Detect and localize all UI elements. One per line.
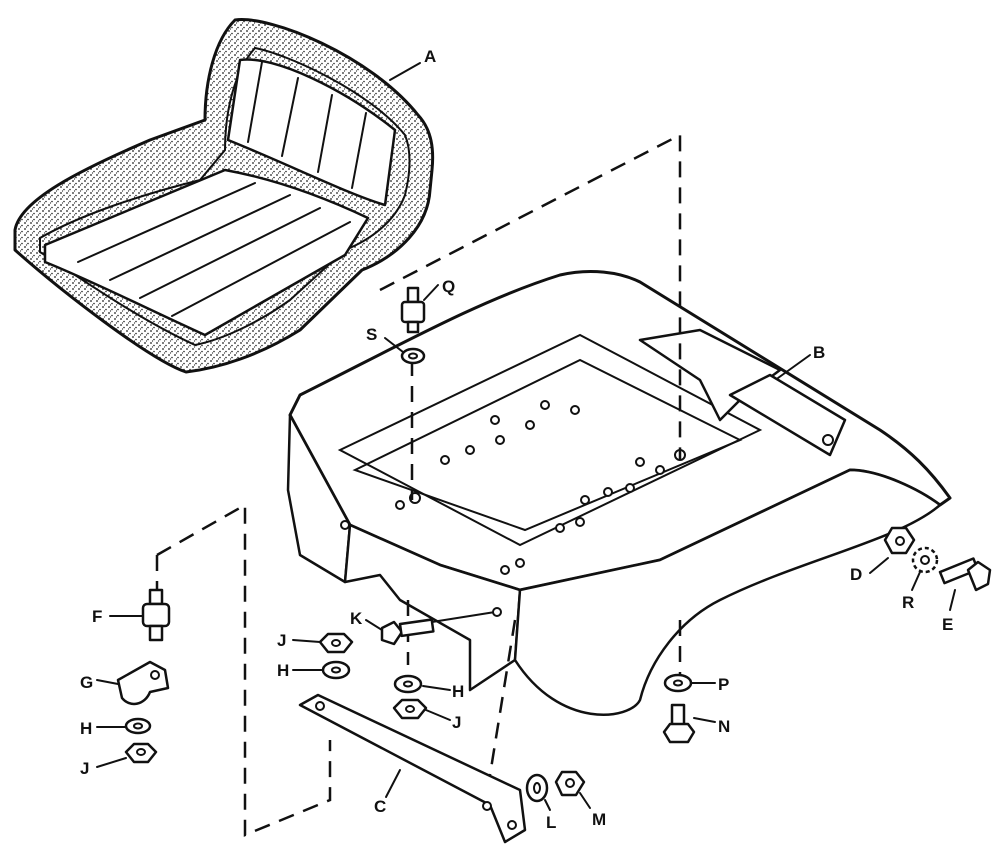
callout-j-left: J: [80, 759, 89, 778]
callout-m: M: [592, 810, 606, 829]
callout-l: L: [546, 813, 556, 832]
callout-j-lower: J: [452, 713, 461, 732]
callout-n: N: [718, 717, 730, 736]
clip-g: [116, 660, 170, 706]
washer-l: [525, 773, 549, 803]
callout-q: Q: [442, 277, 455, 296]
callout-h-lower: H: [452, 682, 464, 701]
callout-d: D: [850, 565, 862, 584]
nut-j-upper: [318, 632, 354, 654]
callout-p: P: [718, 675, 729, 694]
seat-cushion: [13, 18, 435, 374]
bolt-e: [938, 557, 992, 592]
callout-h-upper: H: [277, 661, 289, 680]
callout-f: F: [92, 607, 102, 626]
isolator-mount-q: [400, 286, 426, 334]
washer-h-left: [124, 717, 152, 735]
isolator-mount-f: [141, 588, 171, 642]
mounting-holes: [340, 400, 686, 575]
callout-c: C: [374, 797, 386, 816]
callout-s: S: [366, 325, 377, 344]
washer-h-lower: [393, 674, 423, 694]
callout-b: B: [813, 343, 825, 362]
lockwasher-r: [911, 546, 939, 574]
callout-h-left: H: [80, 719, 92, 738]
assembly-lines: [155, 132, 682, 837]
bracket-c: [298, 693, 527, 844]
bolt-k: [380, 607, 502, 646]
leader-lines: [96, 62, 956, 811]
callout-g: G: [80, 673, 93, 692]
callout-a: A: [424, 47, 436, 66]
callout-e: E: [942, 615, 953, 634]
nut-m: [554, 770, 586, 797]
callout-k: K: [350, 609, 363, 628]
seat-support-fender: [286, 270, 952, 716]
washer-p: [663, 673, 693, 693]
callout-labels: A Q S B D R E F G H J J H K H J C L M P …: [80, 47, 953, 832]
nut-j-left: [124, 742, 158, 764]
washer-h-upper: [321, 660, 351, 680]
washer-s: [400, 347, 426, 365]
callout-j-upper: J: [277, 631, 286, 650]
callout-r: R: [902, 593, 914, 612]
nut-j-lower: [392, 698, 428, 720]
bolt-n: [662, 703, 696, 744]
nut-d: [883, 526, 916, 555]
